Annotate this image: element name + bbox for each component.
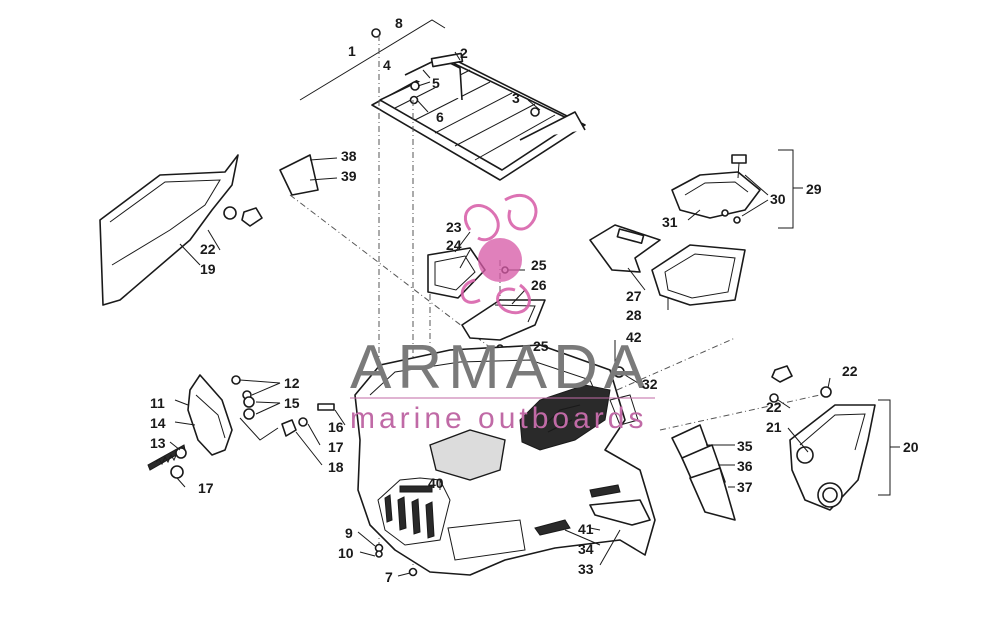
callout-22-left: 22 bbox=[200, 241, 216, 257]
callout-6: 6 bbox=[436, 109, 444, 125]
callout-1: 1 bbox=[348, 43, 356, 59]
callout-2: 2 bbox=[460, 45, 468, 61]
callout-41: 41 bbox=[578, 521, 594, 537]
callout-22-right-lower: 22 bbox=[766, 399, 782, 415]
callout-13: 13 bbox=[150, 435, 166, 451]
right-side-panel bbox=[671, 365, 900, 521]
callout-5: 5 bbox=[432, 75, 440, 91]
callout-22-right-upper: 22 bbox=[842, 363, 858, 379]
callout-40: 40 bbox=[428, 475, 444, 491]
callout-21: 21 bbox=[766, 419, 782, 435]
callout-14: 14 bbox=[150, 415, 166, 431]
callout-4: 4 bbox=[383, 57, 391, 73]
callout-labels: 1 2 3 4 5 6 7 8 9 10 11 12 13 14 15 16 1… bbox=[150, 15, 919, 585]
left-side-panel bbox=[99, 154, 501, 356]
watermark-logo bbox=[460, 193, 538, 315]
callout-26: 26 bbox=[531, 277, 547, 293]
watermark-brand: ARMADA bbox=[350, 333, 651, 402]
callout-12: 12 bbox=[284, 375, 300, 391]
callout-19: 19 bbox=[200, 261, 216, 277]
callout-25-upper: 25 bbox=[531, 257, 547, 273]
callout-27: 27 bbox=[626, 288, 642, 304]
front-fender bbox=[354, 340, 656, 577]
callout-7: 7 bbox=[385, 569, 393, 585]
callout-30: 30 bbox=[770, 191, 786, 207]
callout-15: 15 bbox=[284, 395, 300, 411]
callout-28: 28 bbox=[626, 307, 642, 323]
callout-25-lower: 25 bbox=[533, 338, 549, 354]
callout-36: 36 bbox=[737, 458, 753, 474]
callout-33: 33 bbox=[578, 561, 594, 577]
callout-34: 34 bbox=[578, 541, 594, 557]
callout-37: 37 bbox=[737, 479, 753, 495]
callout-31: 31 bbox=[662, 214, 678, 230]
headlight-assembly bbox=[147, 374, 346, 488]
storage-box bbox=[589, 224, 746, 310]
callout-32: 32 bbox=[642, 376, 658, 392]
callout-39: 39 bbox=[341, 168, 357, 184]
callout-38: 38 bbox=[341, 148, 357, 164]
front-rack bbox=[299, 19, 586, 181]
callout-8: 8 bbox=[395, 15, 403, 31]
callout-24: 24 bbox=[446, 237, 462, 253]
storage-lid bbox=[671, 149, 803, 229]
callout-3: 3 bbox=[512, 90, 520, 106]
callout-11: 11 bbox=[150, 395, 165, 411]
callout-17-upper: 17 bbox=[328, 439, 344, 455]
callout-18: 18 bbox=[328, 459, 344, 475]
callout-42: 42 bbox=[626, 329, 642, 345]
callout-17-lower: 17 bbox=[198, 480, 214, 496]
callout-23: 23 bbox=[446, 219, 462, 235]
callout-35: 35 bbox=[737, 438, 753, 454]
watermark-tagline: marine outboards bbox=[350, 402, 647, 435]
callout-16: 16 bbox=[328, 419, 344, 435]
callout-29: 29 bbox=[806, 181, 822, 197]
callout-20: 20 bbox=[903, 439, 919, 455]
callout-10: 10 bbox=[338, 545, 354, 561]
callout-9: 9 bbox=[345, 525, 353, 541]
